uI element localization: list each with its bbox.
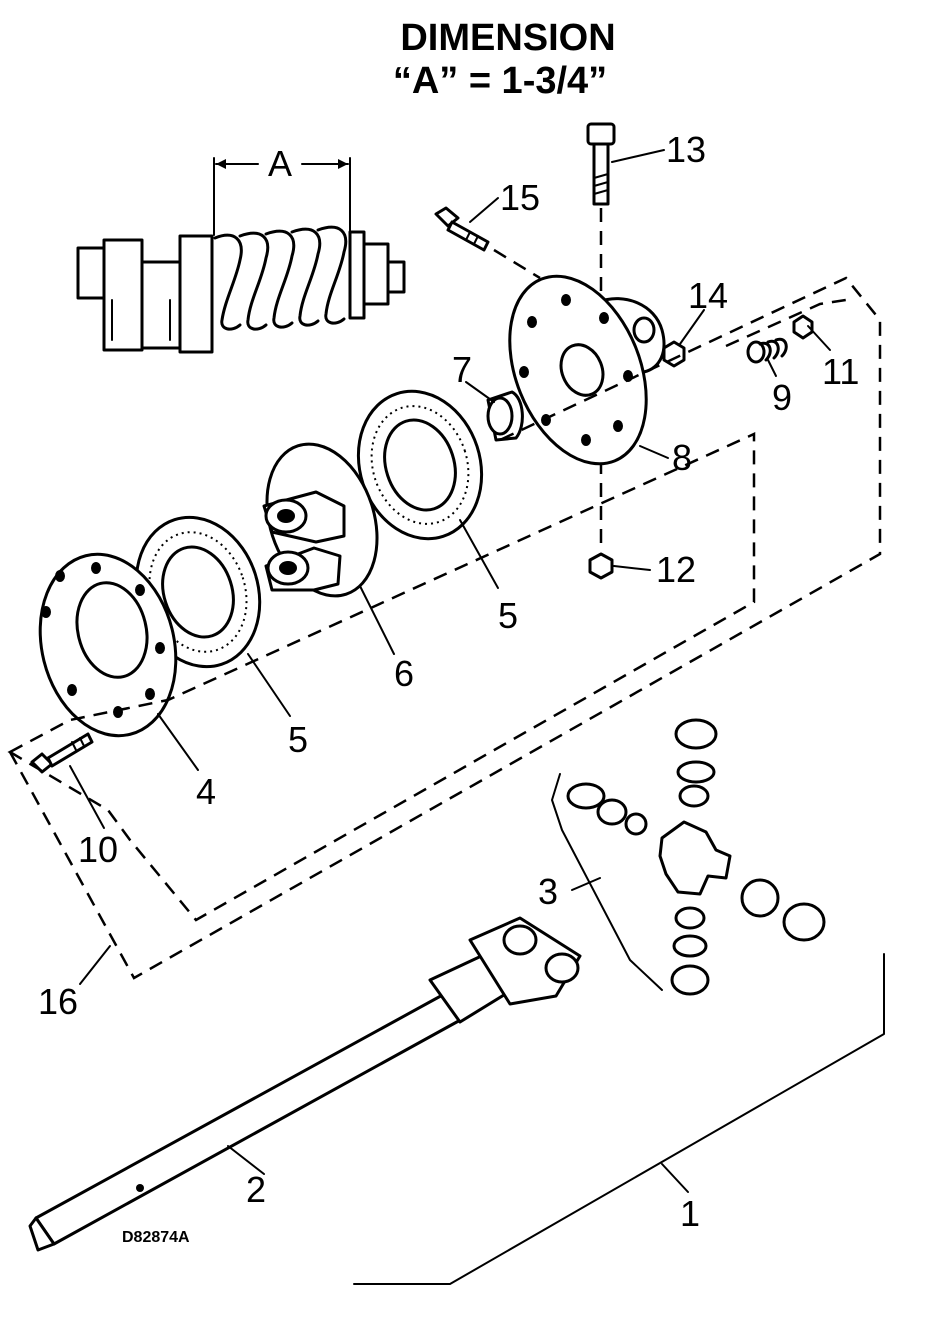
callout-4: 4	[196, 771, 216, 812]
callout-13: 13	[666, 129, 706, 170]
spring-rod-body	[140, 260, 184, 350]
title-line-2: “A” = 1-3/4”	[393, 60, 607, 102]
hub-flange-8	[508, 274, 666, 466]
nut-14	[662, 340, 686, 368]
callout-6: 6	[394, 653, 414, 694]
spring-rod-end	[386, 260, 406, 294]
u-joint-kit-3	[551, 718, 826, 996]
callout-3: 3	[538, 871, 558, 912]
title-line-1: DIMENSION	[400, 17, 615, 59]
spring-washer-inner	[178, 234, 214, 354]
drawing-code: D82874A	[122, 1229, 190, 1246]
group-boundary-outer	[8, 276, 882, 980]
bolt-15	[434, 206, 490, 252]
bolt-10	[30, 732, 94, 774]
callout-9: 9	[772, 377, 792, 418]
callout-12: 12	[656, 549, 696, 590]
spring-washer-left	[102, 238, 144, 352]
group-boundary-inner	[7, 432, 756, 922]
friction-disc-5-right	[356, 389, 484, 541]
dimension-label: A	[268, 143, 292, 184]
yoke-6	[262, 442, 379, 598]
bolt-13	[586, 122, 616, 206]
callout-10: 10	[78, 829, 118, 870]
axis-bolt-15	[493, 248, 541, 280]
bracket-1	[353, 953, 885, 1285]
callout-7: 7	[452, 349, 472, 390]
shaft-2	[28, 916, 582, 1252]
leader-lines	[69, 149, 831, 1193]
callout-8: 8	[672, 437, 692, 478]
group-boundary-top	[725, 298, 847, 348]
cross-spider	[658, 820, 732, 896]
coil-spring	[213, 225, 348, 331]
callout-5-right: 5	[498, 595, 518, 636]
callout-15: 15	[500, 177, 540, 218]
spring-washer-right	[348, 230, 366, 320]
callout-14: 14	[688, 275, 728, 316]
callout-1: 1	[680, 1193, 700, 1234]
spring-assembly: A	[76, 143, 406, 354]
nut-12	[588, 552, 614, 580]
spring-nut-right	[362, 242, 390, 306]
callout-2: 2	[246, 1169, 266, 1210]
callout-5-left: 5	[288, 719, 308, 760]
bracket-3	[551, 773, 663, 991]
nut-11	[792, 314, 814, 340]
callout-11: 11	[822, 351, 859, 392]
bushing-7	[486, 390, 524, 442]
spring-9	[746, 337, 788, 364]
flange-plate-4	[38, 552, 178, 738]
callout-16: 16	[38, 981, 78, 1022]
